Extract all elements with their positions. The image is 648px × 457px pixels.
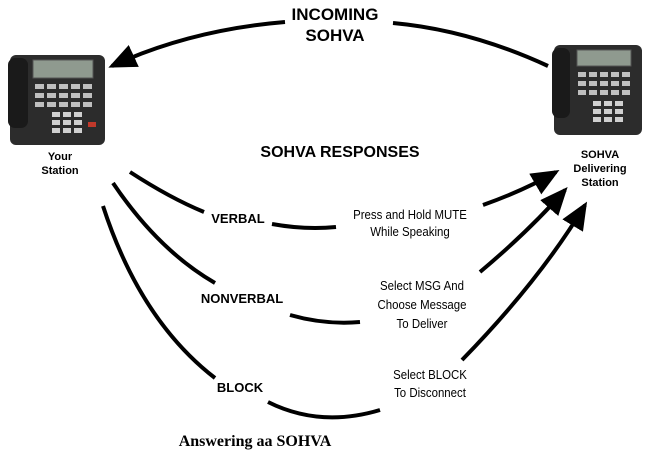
your-station-phone-icon (8, 55, 105, 145)
verbal-action-line1: Press and Hold MUTE (353, 207, 467, 222)
delivering-station-line2: Delivering (573, 163, 627, 175)
incoming-arrow-head (108, 20, 286, 68)
delivering-station-label: SOHVA Delivering Station (560, 148, 640, 190)
nonverbal-action-line1: Select MSG And (380, 278, 464, 293)
verbal-line-left (128, 170, 205, 214)
nonverbal-line-mid (289, 313, 361, 325)
verbal-action: Press and Hold MUTE While Speaking (340, 206, 481, 240)
nonverbal-action-line2: Choose Message (377, 297, 467, 312)
block-line-left (101, 205, 217, 380)
delivering-station-line1: SOHVA (580, 149, 620, 161)
your-station-label: Your Station (25, 150, 95, 178)
responses-title: SOHVA RESPONSES (260, 144, 420, 161)
incoming-line1: INCOMING (291, 5, 379, 24)
incoming-label: INCOMING SOHVA (270, 4, 400, 46)
nonverbal-label: NONVERBAL (200, 291, 284, 306)
verbal-label: VERBAL (211, 211, 265, 226)
incoming-arrow (392, 21, 549, 68)
block-action: Select BLOCK To Disconnect (377, 366, 483, 402)
block-line-bottom (267, 400, 381, 420)
incoming-line2: SOHVA (305, 26, 365, 45)
nonverbal-action-line3: To Deliver (396, 316, 448, 331)
verbal-line-mid (271, 222, 337, 230)
your-station-line2: Station (41, 165, 79, 177)
block-action-line2: To Disconnect (394, 385, 466, 400)
your-station-line1: Your (47, 151, 73, 163)
verbal-action-line2: While Speaking (370, 224, 450, 239)
block-action-line1: Select BLOCK (393, 367, 467, 382)
caption: Answering aa SOHVA (178, 433, 332, 450)
delivering-station-line3: Station (581, 177, 619, 189)
delivering-station-phone-icon (552, 45, 642, 135)
verbal-arrow (482, 169, 560, 207)
block-label: BLOCK (216, 380, 264, 395)
block-arrow (460, 201, 588, 362)
nonverbal-line-left (111, 181, 217, 285)
nonverbal-action: Select MSG And Choose Message To Deliver (360, 276, 483, 333)
nonverbal-arrow (478, 186, 568, 274)
